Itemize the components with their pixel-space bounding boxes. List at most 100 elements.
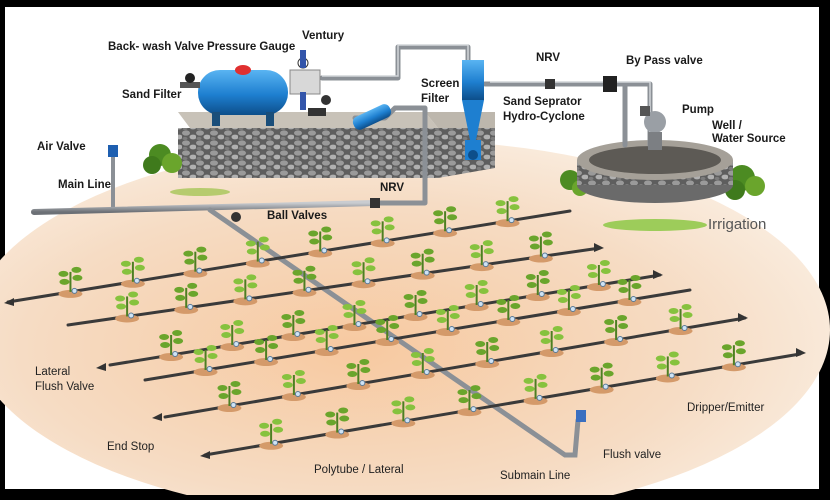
dripper-icon xyxy=(477,301,484,307)
plant xyxy=(159,330,184,361)
plant xyxy=(220,320,245,351)
label-lateral-flush-2: Flush Valve xyxy=(35,381,95,393)
plant xyxy=(457,385,482,417)
dripper-icon xyxy=(538,291,545,297)
label-sand-filter: Sand Filter xyxy=(122,89,182,101)
plant xyxy=(233,274,258,306)
dripper-icon xyxy=(359,380,366,386)
plant xyxy=(281,310,306,341)
label-ball-valves: Ball Valves xyxy=(267,210,328,222)
dripper-icon xyxy=(446,227,453,234)
plant xyxy=(556,285,581,316)
plant xyxy=(469,240,494,272)
plant xyxy=(281,370,306,401)
plant xyxy=(245,236,270,268)
plant xyxy=(496,295,521,326)
label-backwash-valve: Back- wash Valve xyxy=(108,41,204,53)
main-line xyxy=(31,198,380,215)
well xyxy=(577,140,733,203)
bypass-valve-fitting xyxy=(603,76,617,92)
plant xyxy=(410,348,435,379)
dripper-icon xyxy=(246,295,253,302)
dripper-icon xyxy=(734,361,741,368)
dripper-icon xyxy=(404,417,411,424)
plant xyxy=(617,275,642,306)
ventury-unit xyxy=(289,50,331,116)
sand-filter-tank xyxy=(180,65,288,126)
plant xyxy=(58,266,83,298)
bush-left xyxy=(143,144,182,174)
dripper-icon xyxy=(668,372,675,379)
dripper-icon xyxy=(630,296,637,302)
end-stops xyxy=(4,243,806,459)
label-pressure-gauge: Pressure Gauge xyxy=(207,41,296,53)
dripper-icon xyxy=(294,331,301,337)
plant xyxy=(464,280,489,311)
dripper-icon xyxy=(364,278,371,285)
plant xyxy=(475,337,500,368)
plant xyxy=(495,196,520,228)
screen-filter xyxy=(352,104,392,130)
dripper-icon xyxy=(508,217,515,224)
filter-station-platform xyxy=(178,112,495,178)
dripper-icon xyxy=(423,269,430,276)
plant xyxy=(375,315,400,346)
dripper-icon xyxy=(552,347,559,353)
label-well-2: Water Source xyxy=(712,133,786,145)
dripper-icon xyxy=(536,394,543,401)
dripper-icon xyxy=(423,369,430,375)
dripper-icon xyxy=(602,383,609,390)
label-ventury: Ventury xyxy=(302,30,345,42)
dripper-icon xyxy=(509,316,516,322)
hydro-cyclone xyxy=(462,60,484,160)
label-irrigation: Irrigation xyxy=(708,216,767,233)
dripper-icon xyxy=(541,252,548,259)
dripper-icon xyxy=(599,281,606,287)
plant xyxy=(351,257,376,289)
pump xyxy=(640,106,666,150)
dripper-icon xyxy=(416,311,423,317)
dripper-icon xyxy=(383,237,390,244)
label-lateral-flush-1: Lateral xyxy=(35,366,71,378)
plant xyxy=(342,300,367,331)
label-screen-filter-1: Screen xyxy=(421,78,460,90)
dripper-icon xyxy=(321,247,328,254)
plant xyxy=(525,270,550,301)
label-bypass-valve: By Pass valve xyxy=(626,55,703,67)
grass-patch xyxy=(170,188,230,196)
label-nrv-top: NRV xyxy=(536,52,561,64)
dripper-icon xyxy=(617,336,624,342)
plant xyxy=(292,265,317,297)
dripper-icon xyxy=(133,277,140,284)
plant xyxy=(193,345,218,376)
dripper-icon xyxy=(488,358,495,364)
label-flush-valve: Flush valve xyxy=(603,449,662,461)
dripper-icon xyxy=(172,351,179,357)
dripper-icon xyxy=(681,325,688,331)
plant xyxy=(721,340,746,372)
plant xyxy=(528,231,553,263)
plant xyxy=(346,359,371,390)
plant xyxy=(410,248,435,280)
plant xyxy=(174,282,199,314)
dripper-icon xyxy=(230,402,237,408)
air-valve xyxy=(108,145,118,210)
plant xyxy=(370,216,395,248)
dripper-icon xyxy=(388,336,395,342)
dripper-icon xyxy=(267,356,274,362)
dripper-icon xyxy=(355,321,362,327)
label-air-valve: Air Valve xyxy=(37,141,86,153)
plant xyxy=(217,381,242,412)
dripper-icon xyxy=(187,303,194,310)
label-screen-filter-2: Filter xyxy=(421,93,450,105)
plant xyxy=(314,325,339,356)
dripper-icon xyxy=(206,366,213,372)
dripper-icon xyxy=(258,257,265,264)
label-pump: Pump xyxy=(682,104,714,116)
dripper-icon xyxy=(470,406,477,413)
plant xyxy=(668,304,693,335)
dripper-icon xyxy=(128,312,135,319)
plant xyxy=(604,315,629,346)
ball-valve xyxy=(231,212,241,222)
